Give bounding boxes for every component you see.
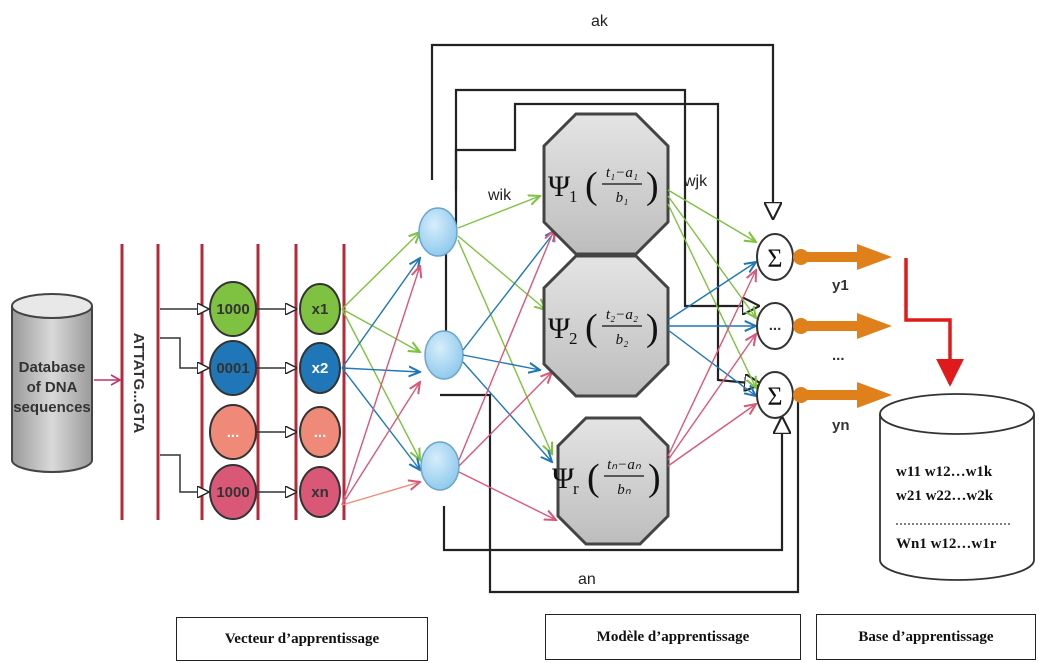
weights-row-2: w21 w22…w2k	[896, 488, 994, 504]
label-ak: ak	[591, 13, 609, 30]
psi2-symbol: Ψ	[548, 312, 571, 345]
psi2-sub: 2	[569, 329, 578, 348]
psir-rparen: )	[648, 457, 661, 499]
wavelet-to-sum-arrows	[667, 189, 756, 467]
input-label-x1: x1	[312, 301, 329, 318]
code-to-input-arrows	[257, 309, 296, 492]
psi2-num: t₂−a₂	[606, 307, 638, 323]
psi1-rparen: )	[646, 165, 659, 207]
input-node-3	[299, 406, 341, 458]
hidden-node-3	[420, 441, 460, 491]
psi1-symbol: Ψ	[548, 170, 571, 203]
output-label-yn: yn	[832, 417, 850, 434]
caption-vecteur: Vecteur d’apprentissage	[176, 617, 428, 661]
weights-database-icon	[879, 393, 1035, 581]
code-label-2: 0001	[216, 360, 249, 377]
input-nodes	[299, 283, 341, 518]
output-label-mid: ...	[832, 347, 845, 364]
output-pins	[793, 244, 892, 408]
code-node-1	[209, 281, 257, 337]
database-label-line3: sequences	[13, 399, 91, 416]
input-node-4	[299, 466, 341, 518]
hidden-node-1	[418, 207, 458, 257]
psi2-lparen: (	[585, 307, 598, 349]
psir-num: tₙ−aₙ	[607, 457, 642, 473]
output-pin-yn	[793, 382, 892, 408]
feedback-lines	[430, 43, 800, 594]
sequence-text: ATTATG...GTA	[130, 333, 147, 434]
hidden-nodes	[418, 207, 464, 491]
psir-den: bₙ	[617, 482, 632, 498]
hidden-to-wavelet-arrows	[457, 196, 556, 520]
code-label-3: ...	[227, 424, 240, 441]
psi1-den: b₁	[616, 190, 629, 206]
code-nodes	[209, 281, 257, 520]
input-label-x2: x2	[312, 360, 329, 377]
code-node-4	[209, 464, 257, 520]
weights-row-1: w11 w12…w1k	[896, 464, 993, 480]
code-label-1: 1000	[216, 301, 249, 318]
input-to-hidden-arrows	[341, 232, 420, 506]
output-pin-mid	[793, 313, 892, 339]
input-label-x3: ...	[314, 424, 327, 441]
output-label-y1: y1	[832, 277, 849, 294]
code-node-2	[209, 340, 257, 396]
label-wjk: wjk	[683, 173, 708, 190]
red-storage-arrow	[904, 258, 964, 387]
psi2-rparen: )	[646, 307, 659, 349]
sequence-connectors	[160, 309, 208, 492]
db-arrowhead	[110, 374, 122, 386]
input-node-2	[299, 342, 341, 394]
psir-lparen: (	[587, 457, 600, 499]
wavelet-node-r	[556, 416, 670, 546]
layer-separators	[120, 244, 346, 520]
psi1-lparen: (	[585, 165, 598, 207]
caption-base: Base d’apprentissage	[816, 614, 1036, 660]
psir-sub: r	[573, 479, 579, 498]
database-label-line1: Database	[19, 359, 86, 376]
caption-modele: Modèle d’apprentissage	[545, 614, 801, 660]
output-pin-y1	[793, 244, 892, 270]
code-node-3	[209, 404, 257, 460]
dna-database-icon	[11, 293, 93, 473]
hidden-node-2	[424, 330, 464, 380]
input-label-xn: xn	[311, 484, 329, 501]
sum-symbol-mid: ...	[769, 317, 782, 334]
sum-symbol-top: Σ	[767, 244, 782, 273]
sum-symbol-bot: Σ	[767, 382, 782, 411]
code-label-4: 1000	[216, 484, 249, 501]
database-label-line2: of DNA	[27, 379, 78, 396]
sum-nodes	[756, 233, 794, 419]
psi2-den: b₂	[616, 332, 629, 348]
psir-symbol: Ψ	[552, 462, 575, 495]
psi1-sub: 1	[569, 187, 578, 206]
label-an: an	[578, 571, 596, 588]
label-wik: wik	[487, 187, 512, 204]
psi1-num: t₁−a₁	[606, 165, 638, 181]
input-node-1	[299, 283, 341, 335]
weights-row-n: Wn1 w12…w1r	[896, 536, 997, 552]
